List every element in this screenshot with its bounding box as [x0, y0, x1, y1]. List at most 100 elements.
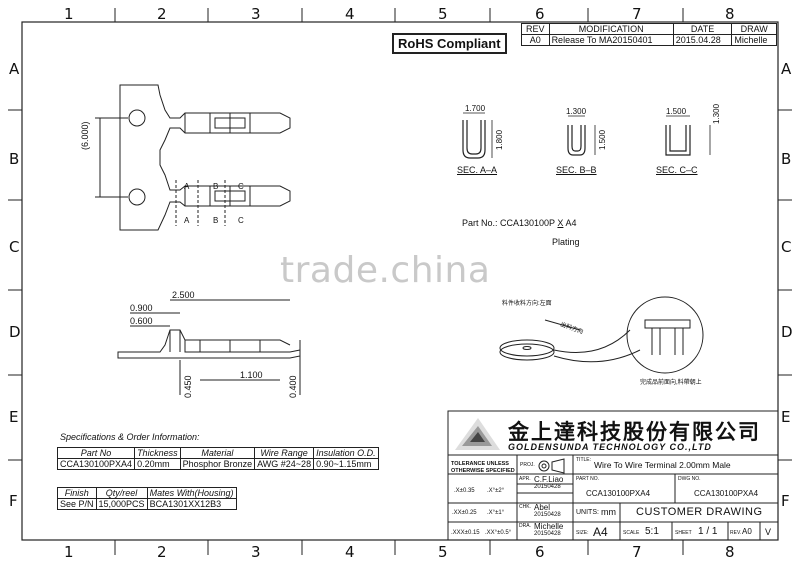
rev-cell: Michelle — [731, 34, 777, 46]
row-letter: C — [9, 238, 20, 256]
size: A4 — [593, 525, 608, 539]
tol-b: .X°±1° — [487, 510, 505, 516]
section-marker: C — [238, 182, 244, 191]
packing-header: Mates With(Housing) — [146, 487, 237, 499]
col-number: 1 — [64, 543, 74, 561]
side-dim: 0.450 — [183, 375, 193, 398]
specs-cell: CCA130100PXA4 — [56, 458, 136, 470]
rohs-label: RoHS Compliant — [398, 36, 501, 51]
apr-date: 20150428 — [534, 484, 561, 490]
sec-a-label: SEC. A–A — [457, 165, 498, 175]
company-logo — [455, 418, 500, 450]
specs-cell: 0.20mm — [134, 458, 181, 470]
top-view-drawing — [95, 84, 291, 231]
size-label: SIZE: — [576, 530, 589, 536]
sec-b-label: SEC. B–B — [556, 165, 597, 175]
tol-a: .XXX±0.15 — [451, 530, 480, 536]
col-number: 4 — [345, 5, 355, 23]
packing-table: Finish Qty/reel Mates With(Housing) See … — [57, 487, 237, 510]
sec-b-height: 1.500 — [598, 129, 607, 150]
row-letter: B — [781, 150, 792, 168]
side-dim: 0.400 — [288, 375, 298, 398]
sec-a-height: 1.800 — [495, 129, 504, 150]
dwg-no-label: DWG NO. — [678, 476, 701, 482]
part-no-label: PART NO. — [576, 476, 600, 482]
scale-label: SCALE — [623, 530, 640, 536]
dwg-no: CCA130100PXA4 — [694, 489, 759, 498]
row-letter: A — [9, 60, 20, 78]
pitch-dimension: (6.000) — [80, 121, 90, 150]
scale: 5:1 — [645, 526, 659, 537]
apr-label: APR. — [519, 476, 531, 482]
dra-date: 20150428 — [534, 531, 561, 537]
specs-cell: Phosphor Bronze — [179, 458, 256, 470]
row-letter: A — [781, 60, 792, 78]
col-number: 3 — [251, 5, 261, 23]
side-dim: 0.600 — [130, 316, 153, 326]
col-number: 5 — [438, 543, 448, 561]
company-name-en: GOLDENSUNDA TECHNOLOGY CO.,LTD — [508, 442, 712, 452]
units: mm — [601, 507, 616, 517]
tolerance-label: TOLERANCE UNLESS OTHERWISE SPECIFIED — [451, 461, 515, 474]
rev-header: DATE — [672, 23, 733, 35]
col-number: 6 — [535, 5, 545, 23]
specs-header: Part No — [56, 447, 136, 459]
specs-table: Part No Thickness Material Wire Range In… — [56, 447, 379, 470]
side-view-drawing — [117, 299, 301, 395]
col-number: 8 — [725, 543, 735, 561]
sec-c-label: SEC. C–C — [656, 165, 698, 175]
rev-cell: Release To MA20150401 — [548, 34, 674, 46]
section-marker: A — [184, 182, 190, 191]
units-label: UNITS: — [576, 509, 599, 516]
side-dim: 2.500 — [172, 290, 195, 300]
col-number: 1 — [64, 5, 74, 23]
tol-b: .X°±2° — [487, 488, 505, 494]
rev-header: REV — [521, 23, 550, 35]
specs-cell: 0.90~1.15mm — [313, 458, 379, 470]
col-number: 7 — [632, 5, 642, 23]
reel-note: 料件收料方向:左面 — [502, 301, 552, 307]
title-block-frame — [447, 410, 779, 541]
row-letter: F — [781, 492, 790, 510]
tol-a: .XX±0.25 — [452, 510, 477, 516]
section-marker: C — [238, 216, 244, 225]
part-code-prefix: Part No.: CCA130100P — [462, 218, 555, 228]
col-number: 6 — [535, 543, 545, 561]
row-letter: C — [781, 238, 792, 256]
col-number: 8 — [725, 5, 735, 23]
rev-cell: A0 — [521, 34, 550, 46]
col-number: 3 — [251, 543, 261, 561]
packing-cell: 15,000PCS — [95, 498, 148, 510]
packing-cell: BCA1301XX12B3 — [146, 498, 237, 510]
part-code-x: X — [557, 218, 564, 228]
packing-header: Finish — [57, 487, 97, 499]
sec-c-height: 1.300 — [712, 103, 721, 124]
section-marker: B — [213, 216, 219, 225]
section-views-drawing — [462, 112, 711, 159]
sheet-label: SHEET — [675, 530, 692, 536]
tol-b: .XX°±0.5° — [485, 530, 512, 536]
part-code-suffix: A4 — [565, 218, 577, 228]
watermark: trade.china — [280, 250, 491, 291]
col-number: 5 — [438, 5, 448, 23]
row-letter: E — [781, 408, 791, 426]
reel-note: 完成品前面向,料帶朝上 — [640, 380, 702, 386]
specs-header: Material — [179, 447, 256, 459]
drawing-title: Wire To Wire Terminal 2.00mm Male — [594, 460, 731, 470]
side-dim: 0.900 — [130, 303, 153, 313]
row-letter: E — [9, 408, 19, 426]
part-no: CCA130100PXA4 — [586, 489, 651, 498]
dra-label: DRA. — [519, 523, 531, 529]
section-marker: B — [213, 182, 219, 191]
col-number: 2 — [157, 5, 167, 23]
col-number: 4 — [345, 543, 355, 561]
chk-name: Abel — [534, 503, 551, 512]
specs-title: Specifications & Order Information: — [60, 432, 200, 442]
title-label: TITLE: — [576, 457, 592, 463]
sec-a-width: 1.700 — [465, 104, 486, 113]
side-dim: 1.100 — [240, 370, 263, 380]
rev-header: MODIFICATION — [548, 23, 674, 35]
row-letter: B — [9, 150, 20, 168]
packing-header: Qty/reel — [95, 487, 148, 499]
